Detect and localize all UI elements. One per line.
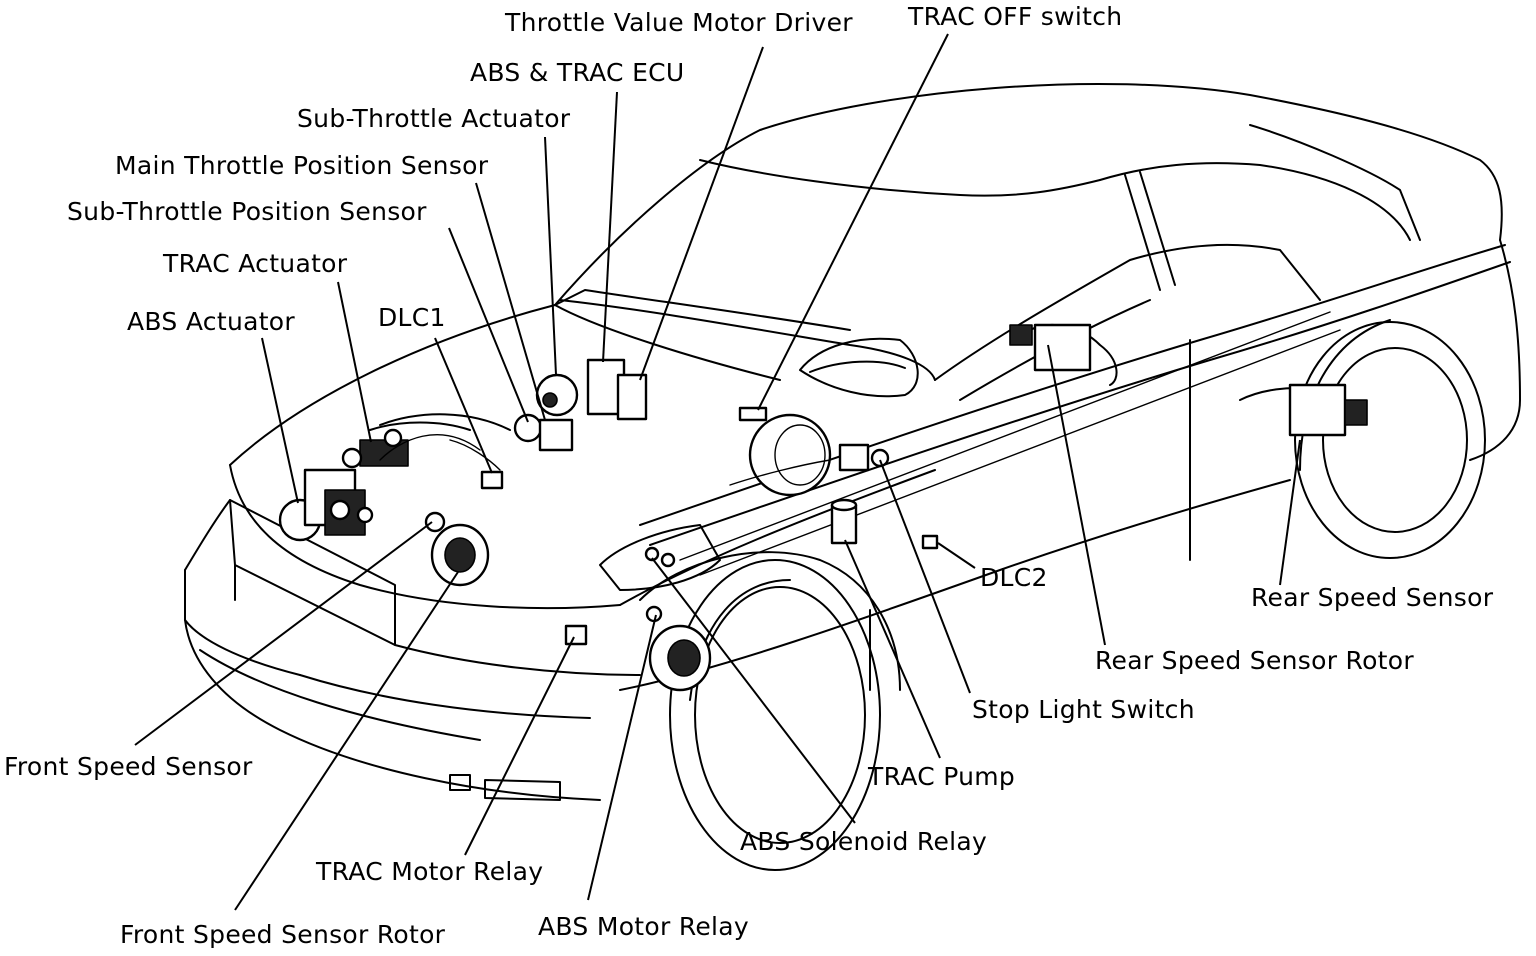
label-trac-motor-relay: TRAC Motor Relay [316,857,544,886]
label-front-speed-sensor-rotor: Front Speed Sensor Rotor [120,920,446,949]
label-trac-pump: TRAC Pump [868,762,1016,791]
label-rear-speed-sensor: Rear Speed Sensor [1251,583,1494,612]
leader-lines [134,33,1301,911]
label-abs-actuator: ABS Actuator [127,307,295,336]
label-trac-off-switch: TRAC OFF switch [908,2,1123,31]
car-body [184,82,1521,871]
label-sub-throttle-position-sensor: Sub-Throttle Position Sensor [67,197,427,226]
label-abs-solenoid-relay: ABS Solenoid Relay [740,827,988,856]
label-trac-actuator: TRAC Actuator [163,249,348,278]
label-main-throttle-position-sensor: Main Throttle Position Sensor [115,151,489,180]
label-abs-trac-ecu: ABS & TRAC ECU [470,58,685,87]
label-throttle-value-motor-driver: Throttle Value Motor Driver [505,8,853,37]
label-dlc2: DLC2 [980,563,1048,592]
label-stop-light-switch: Stop Light Switch [972,695,1195,724]
label-sub-throttle-actuator: Sub-Throttle Actuator [297,104,571,133]
label-dlc1: DLC1 [378,303,446,332]
label-front-speed-sensor: Front Speed Sensor [4,752,253,781]
label-rear-speed-sensor-rotor: Rear Speed Sensor Rotor [1095,646,1414,675]
label-abs-motor-relay: ABS Motor Relay [538,912,750,941]
